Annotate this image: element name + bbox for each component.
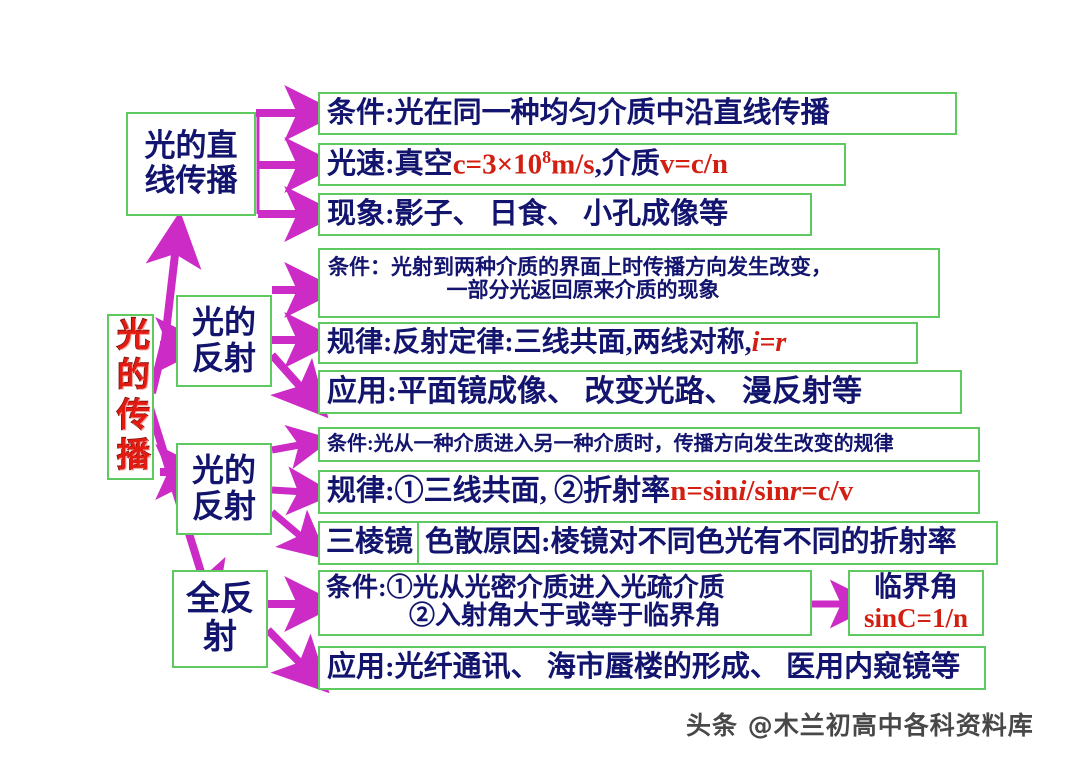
- callout-critical-angle[interactable]: 临界角 sinC=1/n: [848, 570, 984, 636]
- row-formula: n=sini/sinr=c/v: [670, 476, 853, 507]
- formula-div-sin: /sin: [746, 475, 790, 508]
- detail-row-speed[interactable]: 光速: 真空 c=3×108m/s ,介质 v=c/n: [318, 143, 846, 186]
- row-text: 色散原因:棱镜对不同色光有不同的折射率: [425, 526, 957, 559]
- branch-node-label: 光的反射: [191, 452, 256, 524]
- row-formula-v: v=c/n: [659, 147, 728, 180]
- detail-row-law-reflection[interactable]: 规律: 反射定律:三线共面,两线对称, i=r: [318, 322, 918, 364]
- row-text: 光从一种介质进入另一种介质时，传播方向发生改变的规律: [373, 432, 894, 455]
- root-node[interactable]: 光的传播: [107, 314, 154, 480]
- row-text: ①三线共面, ②折射率: [394, 475, 671, 508]
- row-prefix: 条件:: [327, 96, 395, 129]
- callout-formula: sinC=1/n: [864, 602, 968, 633]
- branch-node-rectilinear[interactable]: 光的直线传播: [126, 112, 256, 216]
- branch-node-label: 光的直线传播: [144, 128, 238, 198]
- row-text: 光纤通讯、 海市蜃楼的形成、 医用内窥镜等: [394, 651, 961, 684]
- formula-base: c=3×10: [452, 148, 543, 181]
- watermark: 头条 @木兰初高中各科资料库: [686, 711, 1034, 740]
- row-formula-c: c=3×108m/s: [452, 147, 595, 181]
- formula-r: r: [789, 475, 802, 508]
- row-text: 光射到两种介质的界面上时传播方向发生改变，: [391, 255, 832, 279]
- root-node-label: 光的传播: [111, 316, 151, 477]
- detail-row-condition-reflection[interactable]: 条件：光射到两种介质的界面上时传播方向发生改变， 一部分光返回原来介质的现象: [318, 248, 940, 318]
- formula-cv: =c/v: [801, 475, 854, 508]
- row-prefix: 现象:: [327, 197, 395, 230]
- branch-node-label: 光的反射: [191, 304, 256, 376]
- row-prefix: 规律:: [327, 326, 393, 358]
- row-prefix: 应用:: [327, 651, 395, 684]
- row-text-line2: ②入射角大于或等于临界角: [408, 601, 721, 631]
- row-prefix: 应用:: [327, 374, 397, 408]
- detail-row-prism[interactable]: 三棱镜 色散原因:棱镜对不同色光有不同的折射率: [318, 521, 998, 565]
- prism-chip-label: 三棱镜: [320, 523, 420, 563]
- row-text-line2: 一部分光返回原来介质的现象: [446, 277, 720, 302]
- row-text: 真空: [394, 147, 453, 180]
- detail-row-condition-refraction[interactable]: 条件: 光从一种介质进入另一种介质时，传播方向发生改变的规律: [318, 427, 980, 462]
- branch-node-total-reflection[interactable]: 全反射: [172, 570, 268, 668]
- row-text: 平面镜成像、 改变光路、 漫反射等: [397, 374, 862, 408]
- row-text: 光在同一种均匀介质中沿直线传播: [394, 96, 830, 129]
- detail-row-law-refraction[interactable]: 规律: ①三线共面, ②折射率 n=sini/sinr=c/v: [318, 470, 980, 514]
- detail-row-phenomena[interactable]: 现象: 影子、 日食、 小孔成像等: [318, 193, 812, 236]
- callout-title: 临界角: [873, 572, 958, 603]
- row-prefix: 条件：: [328, 255, 391, 279]
- row-prefix: 规律:: [327, 475, 395, 508]
- formula-i: i: [738, 475, 747, 508]
- detail-row-application-reflection[interactable]: 应用: 平面镜成像、 改变光路、 漫反射等: [318, 370, 962, 414]
- row-text: 反射定律:三线共面,两线对称,: [392, 326, 752, 358]
- row-text: ①光从光密介质进入光疏介质: [386, 573, 725, 602]
- detail-row-condition-rectilinear[interactable]: 条件: 光在同一种均匀介质中沿直线传播: [318, 92, 957, 135]
- branch-node-label: 全反射: [186, 580, 254, 656]
- row-text: 影子、 日食、 小孔成像等: [394, 197, 729, 230]
- formula-unit: m/s: [551, 148, 595, 181]
- branch-node-refraction[interactable]: 光的反射: [176, 443, 272, 535]
- formula-n-sin: n=sin: [670, 475, 739, 508]
- row-prefix: 条件:: [327, 432, 374, 455]
- row-mid: ,介质: [594, 147, 660, 180]
- formula-exponent: 8: [542, 147, 552, 168]
- row-formula: i=r: [751, 326, 787, 358]
- detail-row-application-total-reflection[interactable]: 应用: 光纤通讯、 海市蜃楼的形成、 医用内窥镜等: [318, 646, 986, 690]
- detail-row-condition-total-reflection[interactable]: 条件:①光从光密介质进入光疏介质 ②入射角大于或等于临界角: [318, 570, 812, 636]
- row-prefix: 条件:: [326, 573, 387, 602]
- row-prefix: 光速:: [327, 147, 395, 180]
- branch-node-reflection[interactable]: 光的反射: [176, 295, 272, 387]
